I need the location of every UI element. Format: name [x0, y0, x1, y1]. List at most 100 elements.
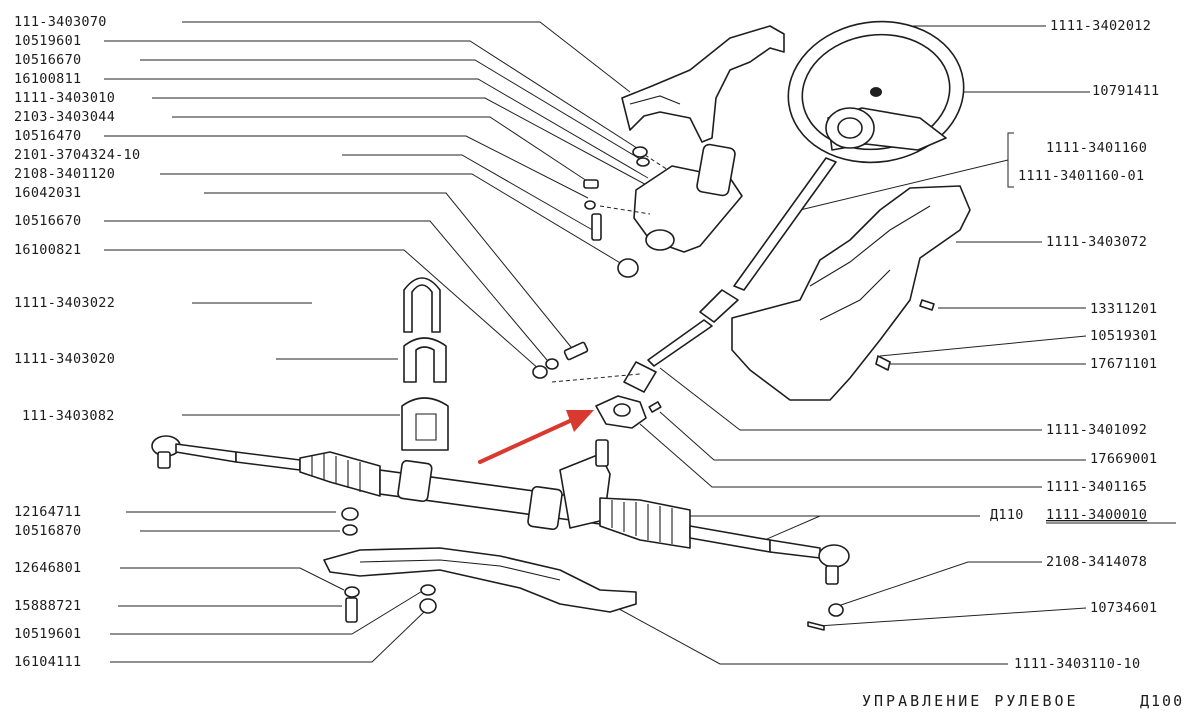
label-left-17: 12646801 [14, 560, 81, 576]
leader-left-3 [104, 78, 649, 179]
label-right-12: 2108-3414078 [1046, 554, 1147, 570]
clip-1 [583, 179, 599, 189]
leader-left-9 [204, 192, 576, 353]
label-left-7: 2101-3704324-10 [14, 147, 140, 163]
leader-right-8 [659, 367, 1042, 431]
label-left-18: 15888721 [14, 598, 81, 614]
label-left-1: 10519601 [14, 33, 81, 49]
label-left-4: 1111-3403010 [14, 90, 115, 106]
label-left-14: 111-3403082 [22, 408, 115, 424]
nut-1 [632, 146, 648, 158]
title-text: УПРАВЛЕНИЕ РУЛЕВОЕ [862, 692, 1079, 710]
label-right-11: 1111-3400010 [1046, 507, 1147, 523]
label-left-13: 1111-3403020 [14, 351, 115, 367]
bracket-fasteners [583, 146, 650, 278]
nut-4 [341, 507, 359, 521]
label-left-0: 111-3403070 [14, 14, 107, 30]
universal-joint-upper [699, 289, 739, 323]
nut-dash [551, 373, 641, 383]
washer-2 [584, 200, 596, 210]
label-right-8: 1111-3401092 [1046, 422, 1147, 438]
seal-screw [648, 401, 662, 413]
bracket-tube [696, 143, 736, 197]
universal-joint-lower [623, 361, 657, 393]
upper-shaft [733, 157, 837, 291]
label-right-14: 1111-3403110-10 [1014, 656, 1140, 672]
leader-left-17 [120, 567, 345, 591]
screw-1 [919, 299, 935, 311]
boot-left-ribs [311, 454, 361, 492]
crossmember-ridge [359, 559, 561, 581]
leader-left-1 [104, 40, 641, 151]
washer-6 [420, 584, 436, 596]
rack-mount-right [527, 485, 563, 531]
lower-shroud-body [731, 185, 971, 401]
bottom-fasteners [341, 507, 844, 631]
leader-right-6 [879, 335, 1087, 357]
label-right-2: 1111-3401160 [1046, 140, 1147, 156]
highlight-arrow [478, 410, 594, 464]
leader-right-12 [837, 561, 1042, 607]
washer-1 [636, 157, 650, 167]
cotter-pin [807, 621, 825, 631]
leader-left-11 [104, 249, 541, 371]
seal-center [613, 403, 631, 417]
leader-lines [104, 21, 1090, 665]
label-right-6: 10519301 [1090, 328, 1157, 344]
bracket-dash-2 [644, 154, 669, 171]
arrow-shaft [478, 418, 574, 464]
label-right-3: 1111-3401160-01 [1018, 168, 1144, 184]
column-bracket [599, 143, 743, 253]
leader-left-19 [110, 589, 425, 635]
bolt-1 [591, 213, 602, 241]
shroud-body [621, 25, 785, 143]
leader-left-5 [172, 116, 591, 184]
bracket-dash-1 [599, 205, 651, 215]
rack-mounting [401, 277, 449, 451]
wheel-hub-center [837, 117, 863, 139]
bushing-2 [617, 258, 639, 278]
tie-rod-end-right [818, 544, 850, 568]
label-right-4: 1111-3403072 [1046, 234, 1147, 250]
leader-left-2 [140, 59, 646, 163]
bracket-right [1007, 132, 1014, 188]
label-left-20: 16104111 [14, 654, 81, 670]
crossmember-body [323, 547, 637, 613]
label-left-9: 16042031 [14, 185, 81, 201]
leader-right-2 [799, 159, 1009, 211]
left-labels: 111-3403070 10519601 10516670 16100811 1… [14, 14, 140, 670]
leader-left-4 [152, 97, 653, 189]
leader-right-13 [817, 607, 1087, 627]
leader-right-11b [759, 515, 821, 543]
leader-left-10 [104, 220, 553, 367]
upper-shroud [621, 25, 785, 143]
washer-3 [545, 358, 559, 370]
label-right-5: 13311201 [1090, 301, 1157, 317]
pinion-input [595, 439, 609, 467]
cushion [401, 397, 449, 451]
nut-3 [532, 365, 548, 379]
label-left-6: 10516470 [14, 128, 81, 144]
screw-2 [875, 355, 891, 371]
leader-left-8 [160, 173, 623, 265]
tie-rod-right [689, 525, 771, 553]
bolt-4 [345, 597, 358, 623]
steering-shaft [623, 157, 837, 393]
washer-4 [342, 524, 358, 536]
nut-5 [419, 598, 437, 614]
label-left-5: 2103-3403044 [14, 109, 115, 125]
tie-rod-sleeve-left [235, 451, 301, 471]
steering-rack [151, 435, 850, 585]
label-right-0: 1111-3402012 [1050, 18, 1151, 34]
small-nuts [532, 341, 641, 383]
label-left-19: 10519601 [14, 626, 81, 642]
label-left-12: 1111-3403022 [14, 295, 115, 311]
cushion-slot [415, 413, 437, 441]
crossmember [323, 547, 637, 613]
lower-shroud [731, 185, 971, 401]
leader-right-14 [609, 603, 1008, 665]
leader-right-9 [659, 411, 1086, 461]
label-left-10: 10516670 [14, 213, 81, 229]
